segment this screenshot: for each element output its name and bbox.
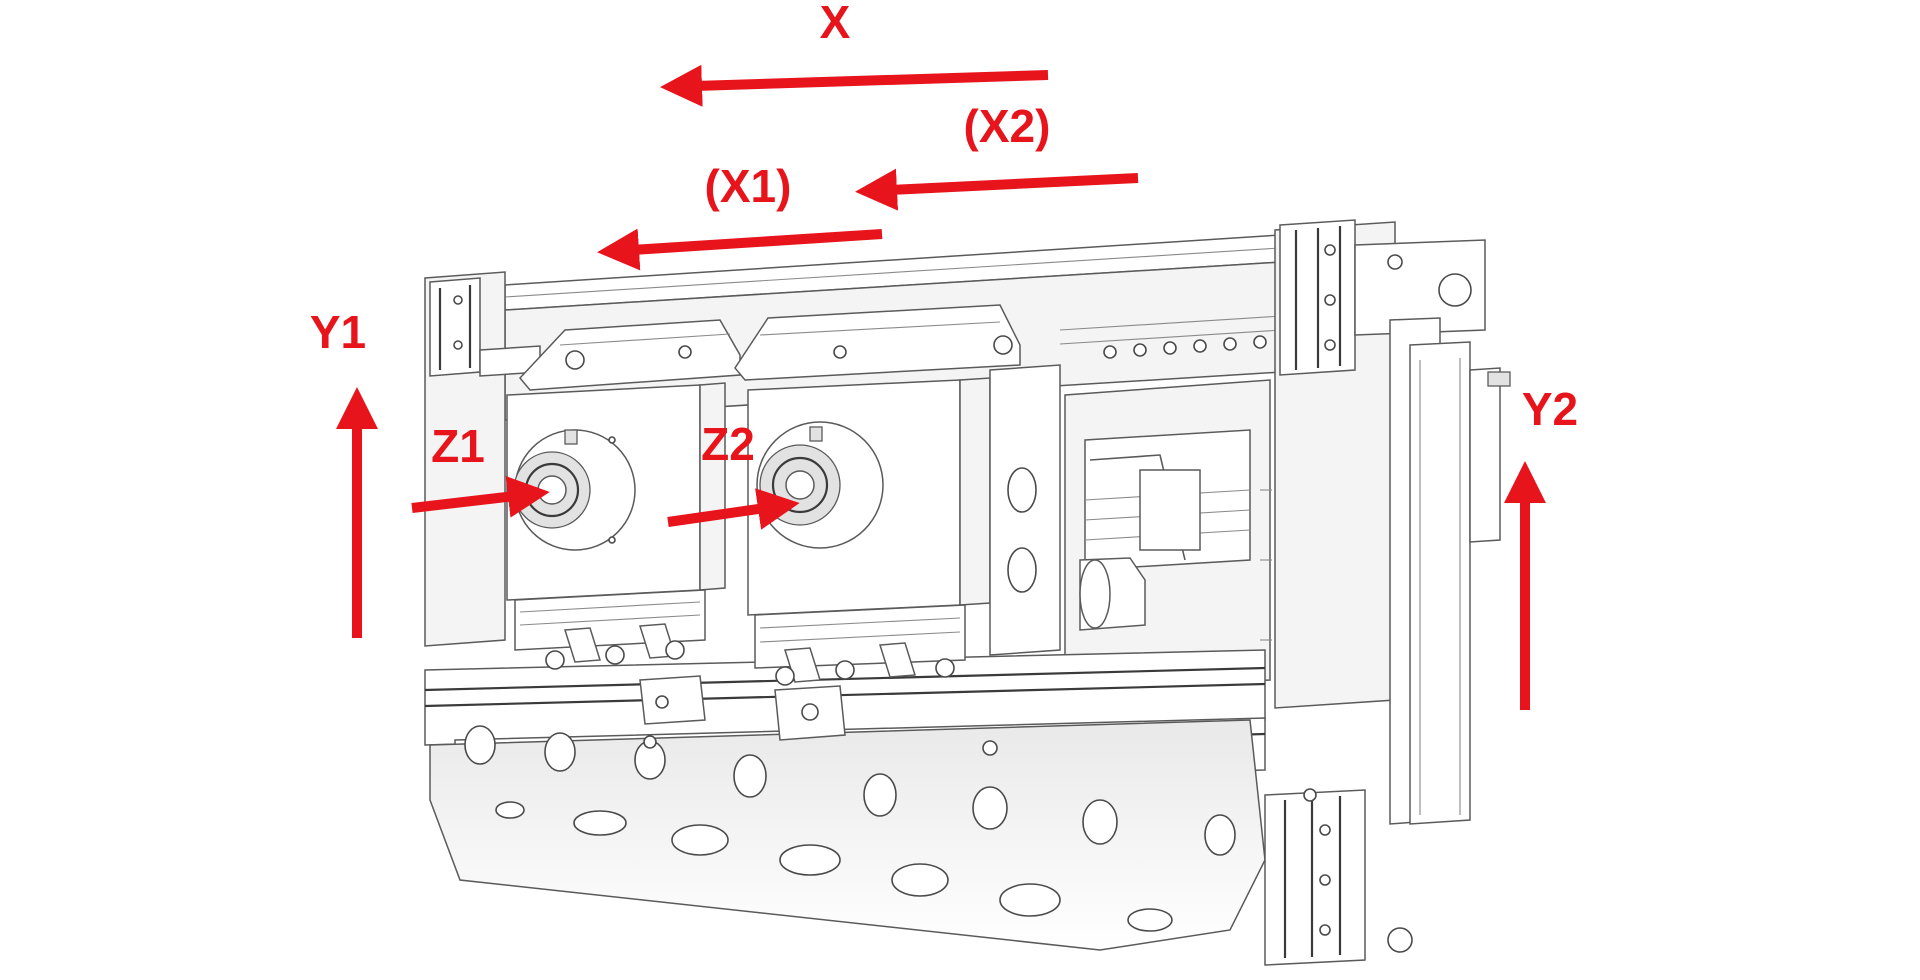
x2-axis-label: (X2) xyxy=(964,100,1051,152)
machine-drawing xyxy=(424,219,1511,966)
y1-axis-label: Y1 xyxy=(310,306,366,358)
carriage-right xyxy=(734,304,1146,686)
axis-labels: X (X2) (X1) Y1 Y2 Z1 Z2 xyxy=(310,0,1578,472)
rail-holes xyxy=(1103,335,1267,359)
rail-clamps xyxy=(639,675,998,756)
base-bed xyxy=(424,649,1266,951)
carriage-left xyxy=(506,319,741,670)
x1-axis-label: (X1) xyxy=(705,160,792,212)
x-axis-label: X xyxy=(820,0,851,48)
back-frame xyxy=(1064,379,1272,691)
z1-axis-label: Z1 xyxy=(431,420,485,472)
right-column xyxy=(1274,219,1511,825)
x1-axis-arrow xyxy=(597,228,883,271)
axis-arrows xyxy=(336,64,1546,710)
x-axis-arrow xyxy=(660,64,1049,107)
base-holes xyxy=(464,725,1236,932)
z1-axis-arrow xyxy=(411,475,550,518)
y2-axis-label: Y2 xyxy=(1522,383,1578,435)
left-column xyxy=(424,271,541,647)
x2-axis-arrow xyxy=(855,168,1139,211)
z2-axis-label: Z2 xyxy=(701,418,755,470)
right-foot xyxy=(1264,788,1413,966)
z2-axis-arrow xyxy=(667,488,800,530)
